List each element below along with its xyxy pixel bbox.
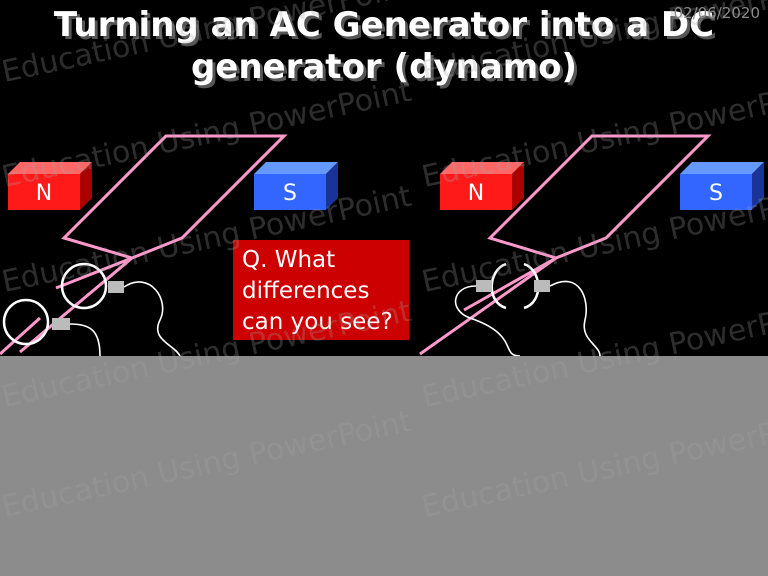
gray-panel <box>0 356 768 576</box>
wire-right <box>454 285 521 357</box>
slip-ring-2 <box>2 298 50 346</box>
north-label-right: N <box>468 181 484 206</box>
brush-1 <box>108 281 124 293</box>
title-line-1: Turning an AC Generator into a DC <box>53 5 715 45</box>
brush-2 <box>52 318 70 330</box>
north-magnet-right: N <box>440 162 524 210</box>
slide-title: Turning an AC Generator into a DC genera… <box>0 4 768 88</box>
south-label-right: S <box>709 181 723 206</box>
south-magnet-left: S <box>254 162 338 210</box>
south-magnet-right: S <box>680 162 764 210</box>
question-line-3: can you see? <box>242 309 393 335</box>
dc-generator: N S <box>419 134 764 357</box>
north-label-left: N <box>36 181 52 206</box>
question-box: Q. What differences can you see? <box>233 240 409 340</box>
north-magnet-left: N <box>8 162 92 210</box>
question-line-2: differences <box>242 278 370 304</box>
title-line-2: generator (dynamo) <box>190 47 578 87</box>
south-label-left: S <box>283 181 297 206</box>
question-line-1: Q. What <box>242 247 336 273</box>
coil-left <box>19 134 288 354</box>
ac-generator: N S <box>0 134 338 357</box>
date-stamp: 02/06/2020 <box>673 4 760 22</box>
brush-4 <box>534 280 550 292</box>
wire-left <box>123 281 181 357</box>
slip-ring-1 <box>60 262 108 310</box>
coil-right <box>419 134 712 356</box>
brush-3 <box>476 280 492 292</box>
